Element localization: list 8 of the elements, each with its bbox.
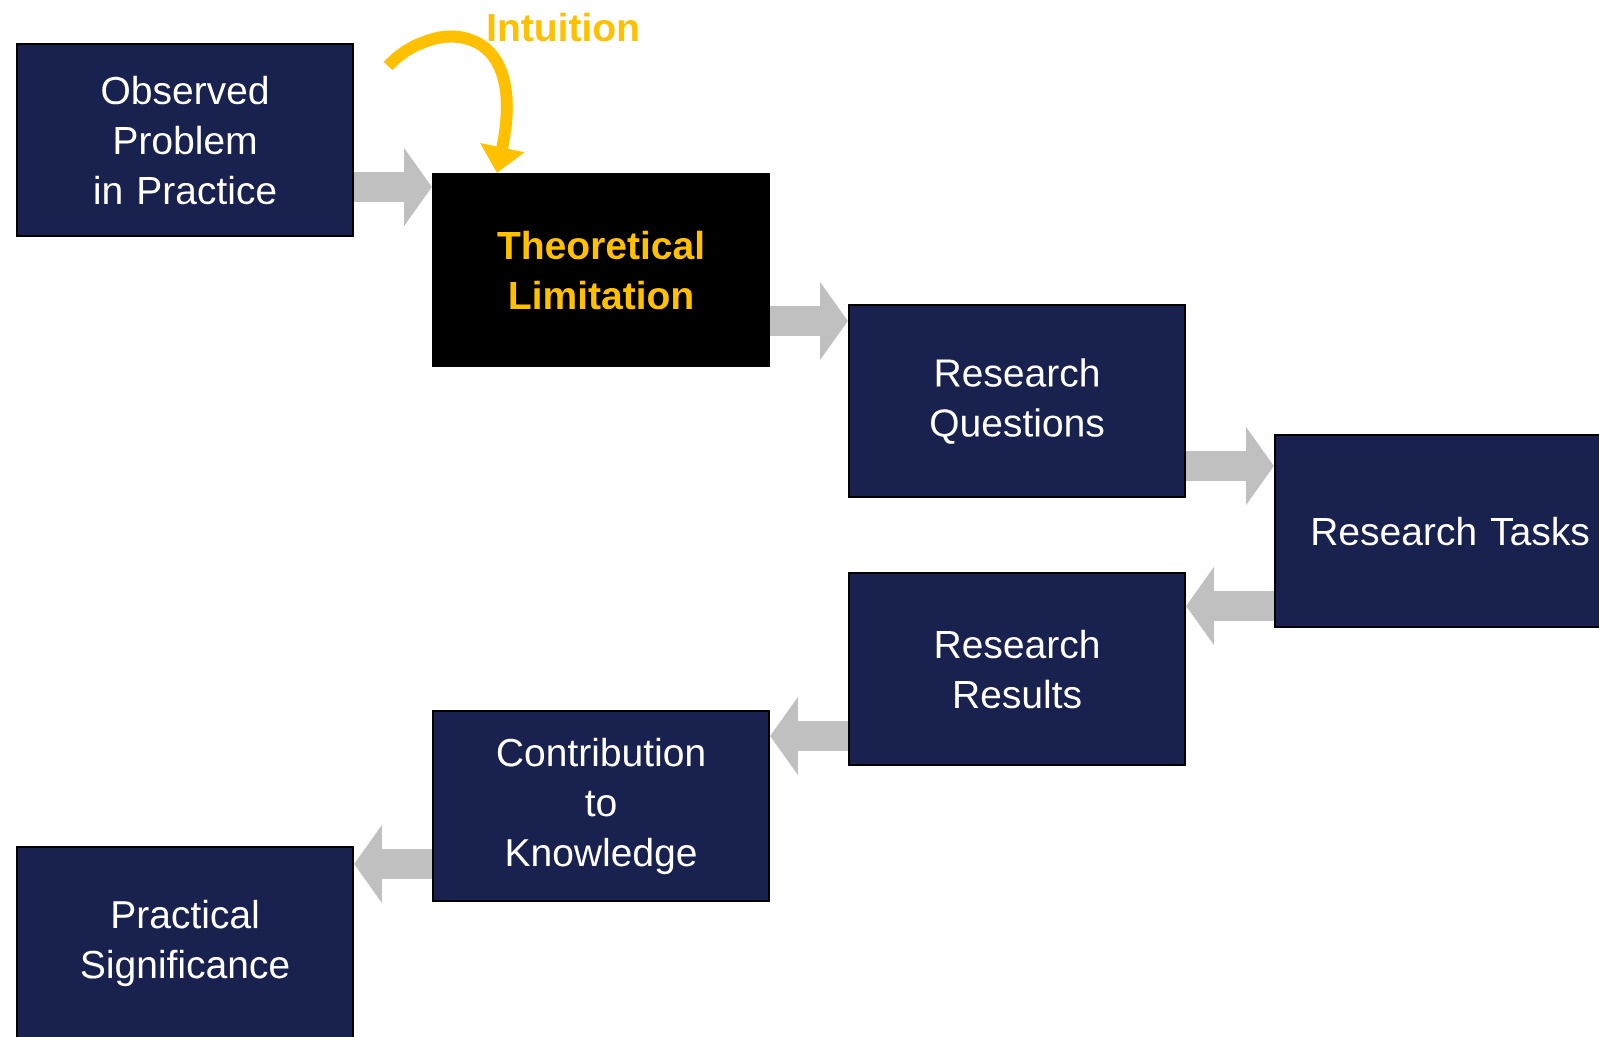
process-box: Practical Significance: [16, 846, 354, 1037]
process-box: Research Results: [848, 572, 1186, 766]
edge-label: Intuition: [488, 12, 638, 42]
process-box: Research Tasks: [1274, 434, 1599, 628]
process-box: Research Questions: [848, 304, 1186, 498]
process-box: Observed Problem in Practice: [16, 43, 354, 237]
process-box: Theoretical Limitation: [432, 173, 770, 367]
process-box: Contribution to Knowledge: [432, 710, 770, 902]
